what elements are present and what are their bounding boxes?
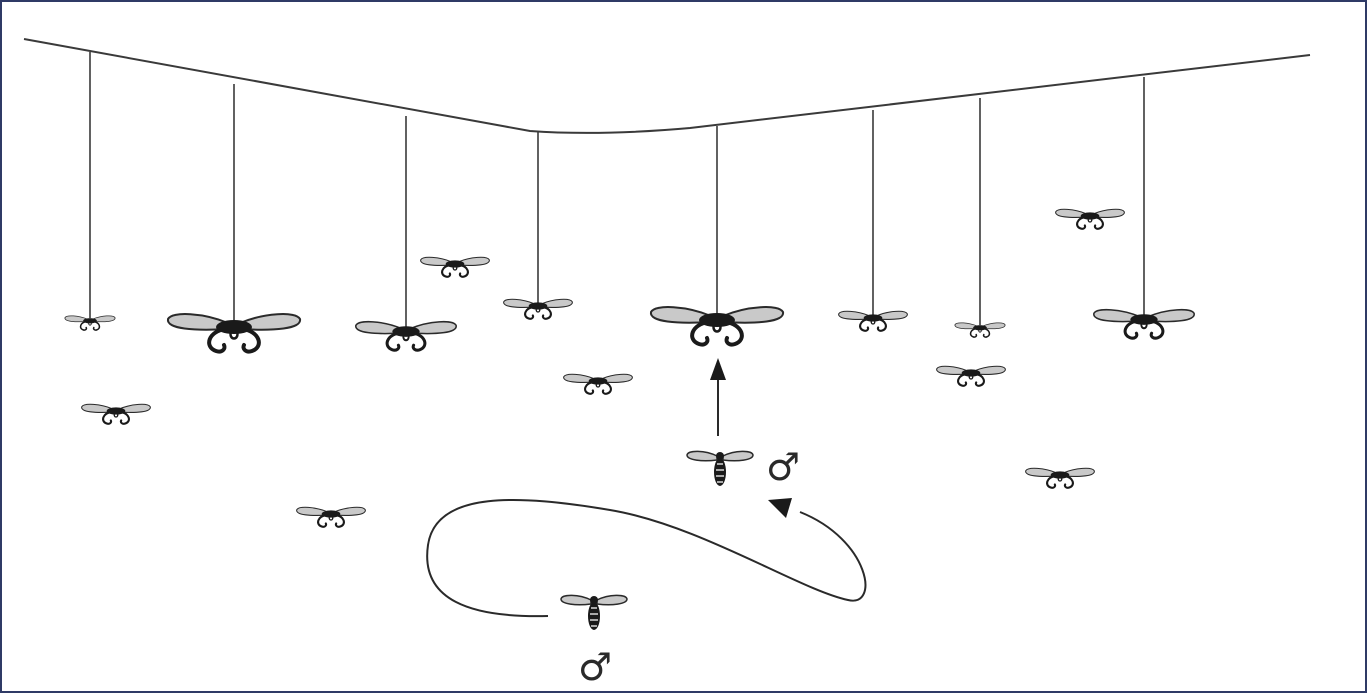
flying-insect xyxy=(935,365,1007,387)
swarm-insects xyxy=(80,208,1126,528)
flying-insect xyxy=(295,506,367,528)
flying-insect xyxy=(80,403,152,425)
flying-insect xyxy=(1024,467,1096,489)
male-symbol-lower: ♂ xyxy=(578,645,612,689)
male-symbol-upper: ♂ xyxy=(766,445,800,489)
threads xyxy=(89,52,1145,328)
flying-insect xyxy=(562,373,634,395)
male-insect-lower xyxy=(560,594,628,631)
flight-path xyxy=(426,498,867,618)
male-insect-upper xyxy=(686,450,754,487)
support-line xyxy=(23,38,1311,134)
flying-insect xyxy=(419,256,491,278)
flying-insect xyxy=(1054,208,1126,230)
approach-arrow xyxy=(710,358,726,436)
